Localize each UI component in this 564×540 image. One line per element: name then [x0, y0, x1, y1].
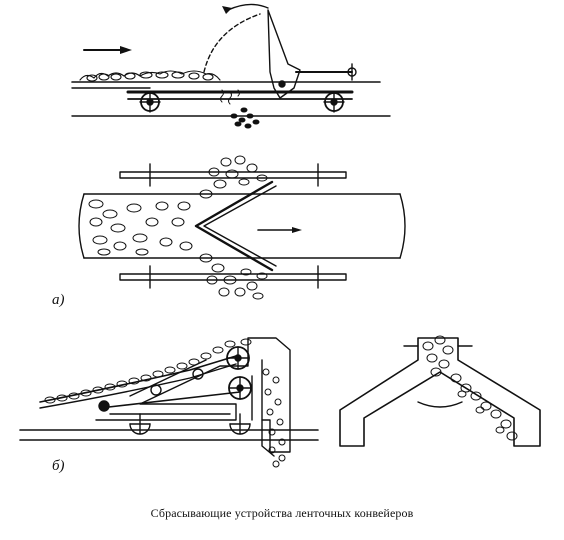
direction-arrow-top	[83, 46, 132, 54]
falling-material-top	[220, 89, 260, 129]
plough-lever	[267, 9, 357, 99]
figure-caption: Сбрасывающие устройства ленточных конвей…	[150, 506, 414, 520]
tripper-plan-view	[78, 155, 406, 300]
tripper-side-view	[71, 3, 391, 129]
car-wheel-left	[129, 413, 151, 435]
pulley-middle	[228, 376, 252, 400]
material-on-belt-top	[79, 70, 221, 82]
pulley-top	[226, 346, 250, 370]
figure-label-a: а)	[52, 292, 65, 308]
figure-label-b: б)	[52, 458, 65, 474]
material-in-hopper	[422, 335, 518, 441]
hopper-section	[339, 335, 541, 447]
material-on-belt-bottom	[44, 338, 252, 404]
idler-roller	[98, 368, 204, 412]
swing-arc	[203, 3, 269, 73]
direction-arrow-plan	[257, 227, 302, 233]
falling-material-bottom	[262, 368, 286, 468]
wheel-right	[323, 91, 345, 113]
tripper-car-side	[19, 337, 319, 468]
wheel-left	[139, 91, 161, 113]
car-wheel-right	[229, 413, 251, 435]
material-stream-plan	[88, 155, 268, 300]
